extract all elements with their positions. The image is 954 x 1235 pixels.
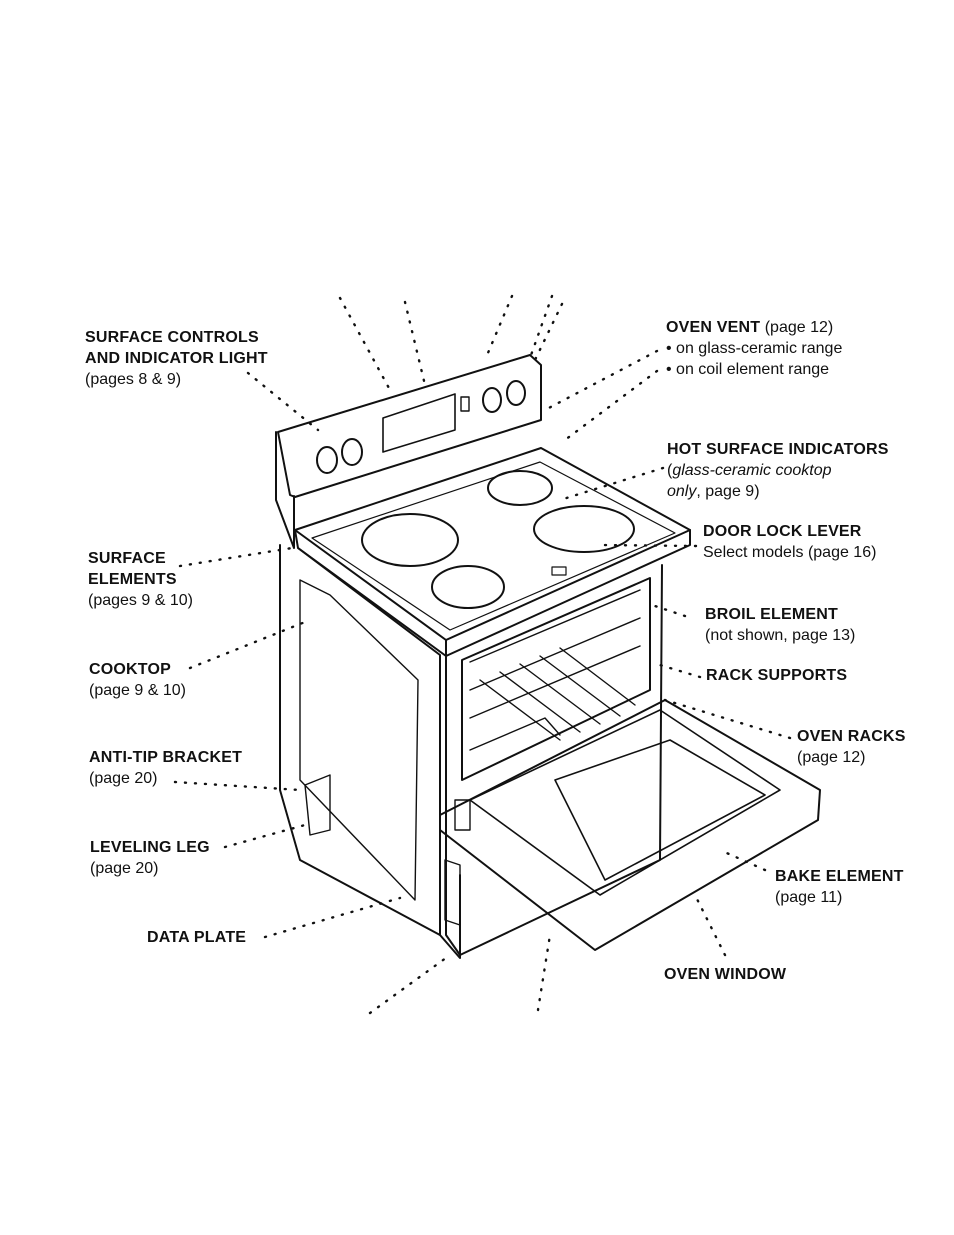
label-cooktop: COOKTOP (page 9 & 10) [89,659,186,701]
backguard-side [275,431,295,549]
broil-title: BROIL ELEMENT [705,606,838,623]
knob [341,438,363,466]
oven-racks [469,589,641,751]
broil-sub: (not shown, page 13) [705,627,856,644]
label-data-plate: DATA PLATE [147,927,246,948]
label-broil-element: BROIL ELEMENT (not shown, page 13) [705,604,855,646]
cooktop-title: COOKTOP [89,661,172,678]
cooktop-border [311,461,676,631]
indicator-light [460,396,470,412]
burner [487,470,553,506]
label-leveling-leg: LEVELING LEG (page 20) [90,837,210,879]
surface-controls-title: SURFACE CONTROLS [85,329,259,346]
label-rack-supports: RACK SUPPORTS [706,665,847,686]
door-lock-title: DOOR LOCK LEVER [703,523,862,540]
oven-racks-title: OVEN RACKS [797,728,906,745]
leveling-leg-title: LEVELING LEG [90,839,210,856]
oven-vent-bullet-1: • on glass-ceramic range [666,340,843,357]
surface-elements-ref: (pages 9 & 10) [88,592,193,609]
label-hot-surface-indicators: HOT SURFACE INDICATORS (glass-ceramic co… [667,439,889,502]
knob [506,380,526,406]
surface-controls-ref: (pages 8 & 9) [85,371,182,388]
surface-controls-title-2: AND INDICATOR LIGHT [85,350,268,367]
leveling-leg-ref: (page 20) [90,860,159,877]
label-surface-controls: SURFACE CONTROLS AND INDICATOR LIGHT (pa… [85,327,268,390]
knob [316,446,338,474]
hot-surface-paren: ( [667,462,673,479]
label-bake-element: BAKE ELEMENT (page 11) [775,866,904,908]
data-plate-title: DATA PLATE [147,929,247,946]
display-window [382,393,456,453]
oven-window-title: OVEN WINDOW [664,966,787,983]
burner [431,565,505,609]
hot-surface-italic-1: glass-ceramic cooktop [672,462,832,479]
label-door-lock-lever: DOOR LOCK LEVER Select models (page 16) [703,521,876,563]
label-oven-vent: OVEN VENT (page 12) • on glass-ceramic r… [666,317,842,380]
door-hinge [454,799,471,831]
backguard [277,354,542,498]
knob [482,387,502,413]
burner [361,513,459,567]
rack-supports-title: RACK SUPPORTS [706,667,848,684]
bake-element-title: BAKE ELEMENT [775,868,904,885]
cooktop-ref: (page 9 & 10) [89,682,186,699]
hot-surface-indicator [551,566,567,576]
anti-tip-ref: (page 20) [89,770,158,787]
door-inner [469,709,781,896]
side-panel [279,544,441,936]
surface-elements-title-2: ELEMENTS [88,571,177,588]
door-lock-sub: Select models (page 16) [703,544,877,561]
anti-tip-title: ANTI-TIP BRACKET [89,749,243,766]
burner [533,505,635,553]
hot-surface-title: HOT SURFACE INDICATORS [667,441,889,458]
label-anti-tip-bracket: ANTI-TIP BRACKET (page 20) [89,747,242,789]
label-oven-racks: OVEN RACKS (page 12) [797,726,906,768]
hot-surface-italic-2: only [667,483,697,500]
hot-surface-ref: , page 9) [696,483,760,500]
data-plate [444,859,461,926]
side-recess [299,579,419,901]
oven-racks-ref: (page 12) [797,749,866,766]
leveling-leg [304,774,331,836]
oven-vent-title: OVEN VENT [666,319,761,336]
oven-cavity [461,577,651,781]
oven-window [554,739,766,881]
cooktop-edge [294,529,447,657]
oven-door [439,699,821,951]
surface-elements-title: SURFACE [88,550,166,567]
label-surface-elements: SURFACE ELEMENTS (pages 9 & 10) [88,548,193,611]
label-oven-window: OVEN WINDOW [664,964,786,985]
oven-vent-ref: (page 12) [764,319,834,336]
oven-vent-bullet-2: • on coil element range [666,361,830,378]
bake-element-ref: (page 11) [775,889,843,906]
